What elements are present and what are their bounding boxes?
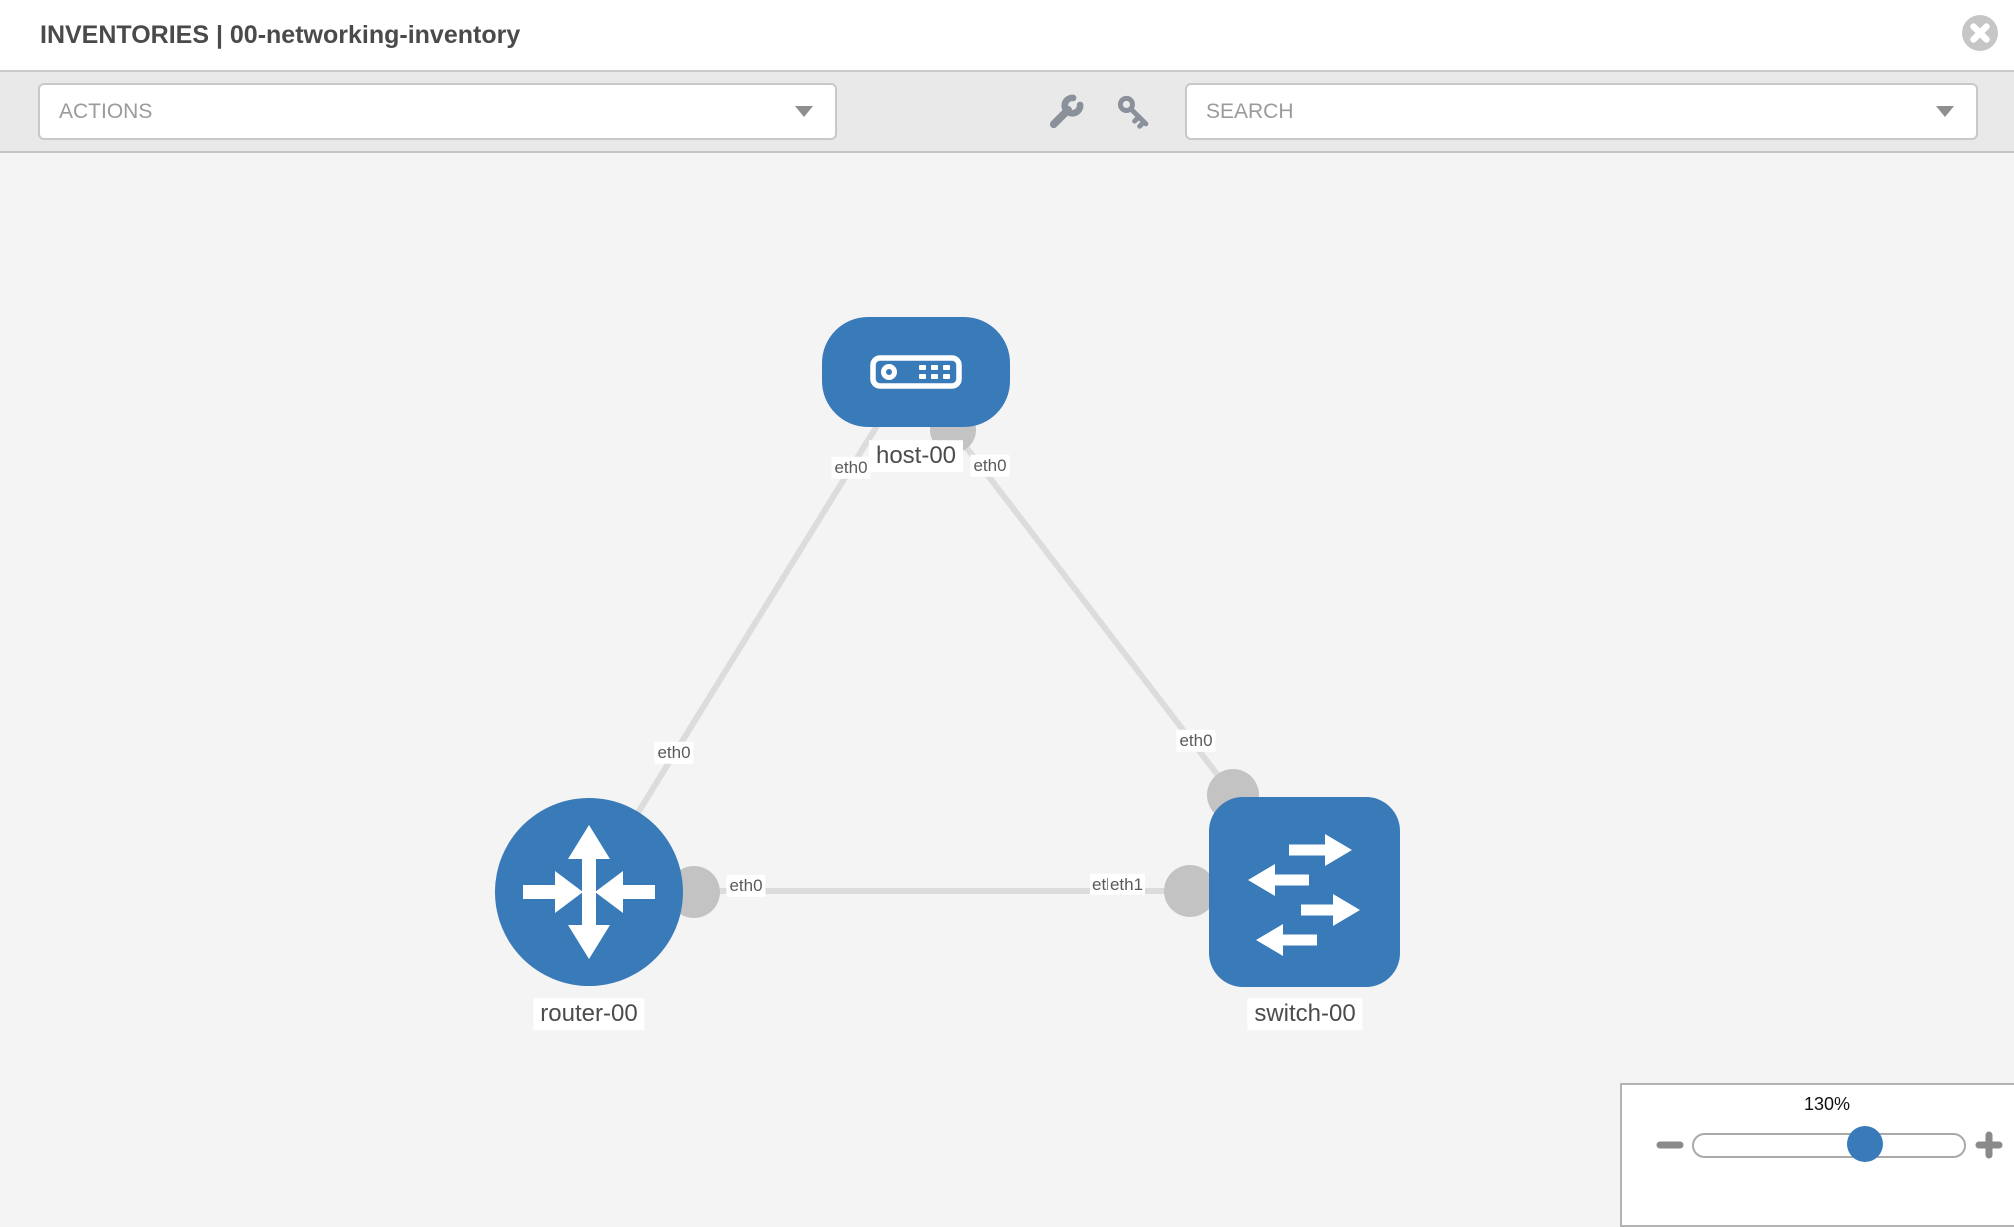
wrench-icon: [1049, 94, 1084, 129]
window-header: INVENTORIES | 00-networking-inventory: [0, 0, 2014, 72]
node-switch-00[interactable]: [1209, 797, 1400, 987]
interface-label-switch-left-back: etl: [1090, 873, 1112, 895]
search-dropdown-label: SEARCH: [1206, 99, 1294, 123]
node-label-host: host-00: [868, 440, 964, 472]
topology-links: [586, 407, 1259, 918]
switch-arrows-icon: [1248, 834, 1360, 956]
node-label-router: router-00: [533, 998, 645, 1030]
key-icon: [1117, 95, 1149, 129]
circle-x-icon: [1962, 15, 1998, 51]
interface-label-switch-top: eth0: [1176, 729, 1216, 753]
topology-canvas[interactable]: host-00 router-00 switch-00 eth0 eth0 et…: [0, 153, 2014, 1227]
plus-icon: [1975, 1131, 2003, 1159]
toolbar: ACTIONS SEARCH: [0, 72, 2014, 153]
zoom-slider-track[interactable]: [1692, 1133, 1966, 1158]
server-icon: [870, 355, 962, 389]
route-arrows-icon: [523, 825, 655, 959]
node-router-00[interactable]: [495, 798, 683, 986]
close-button[interactable]: [1961, 14, 1999, 52]
actions-dropdown[interactable]: ACTIONS: [38, 83, 837, 140]
interface-label-router-right: eth0: [726, 874, 766, 898]
zoom-control-panel: 130%: [1620, 1083, 2014, 1227]
actions-dropdown-label: ACTIONS: [59, 99, 153, 123]
interface-label-switch-left-group: etleth1: [1090, 873, 1146, 895]
minus-icon: [1656, 1141, 1684, 1149]
zoom-level: 130%: [1803, 1094, 1851, 1114]
search-dropdown[interactable]: SEARCH: [1185, 83, 1978, 140]
configure-button[interactable]: [1041, 89, 1089, 137]
zoom-slider-thumb[interactable]: [1847, 1126, 1883, 1162]
interface-label-host-left: eth0: [831, 456, 871, 480]
zoom-in-button[interactable]: [1973, 1129, 2005, 1161]
interface-label-host-right: eth0: [970, 454, 1010, 478]
zoom-out-button[interactable]: [1654, 1129, 1686, 1161]
interface-label-switch-left: eth1: [1107, 873, 1146, 895]
chevron-down-icon: [1936, 106, 1954, 117]
credentials-button[interactable]: [1111, 89, 1159, 137]
interface-label-router-top: eth0: [654, 741, 694, 765]
chevron-down-icon: [795, 106, 813, 117]
interface-port-switch-eth1[interactable]: [1164, 865, 1216, 917]
node-label-switch: switch-00: [1247, 998, 1363, 1030]
page-title: INVENTORIES | 00-networking-inventory: [40, 21, 521, 49]
node-host-00[interactable]: [822, 317, 1010, 427]
